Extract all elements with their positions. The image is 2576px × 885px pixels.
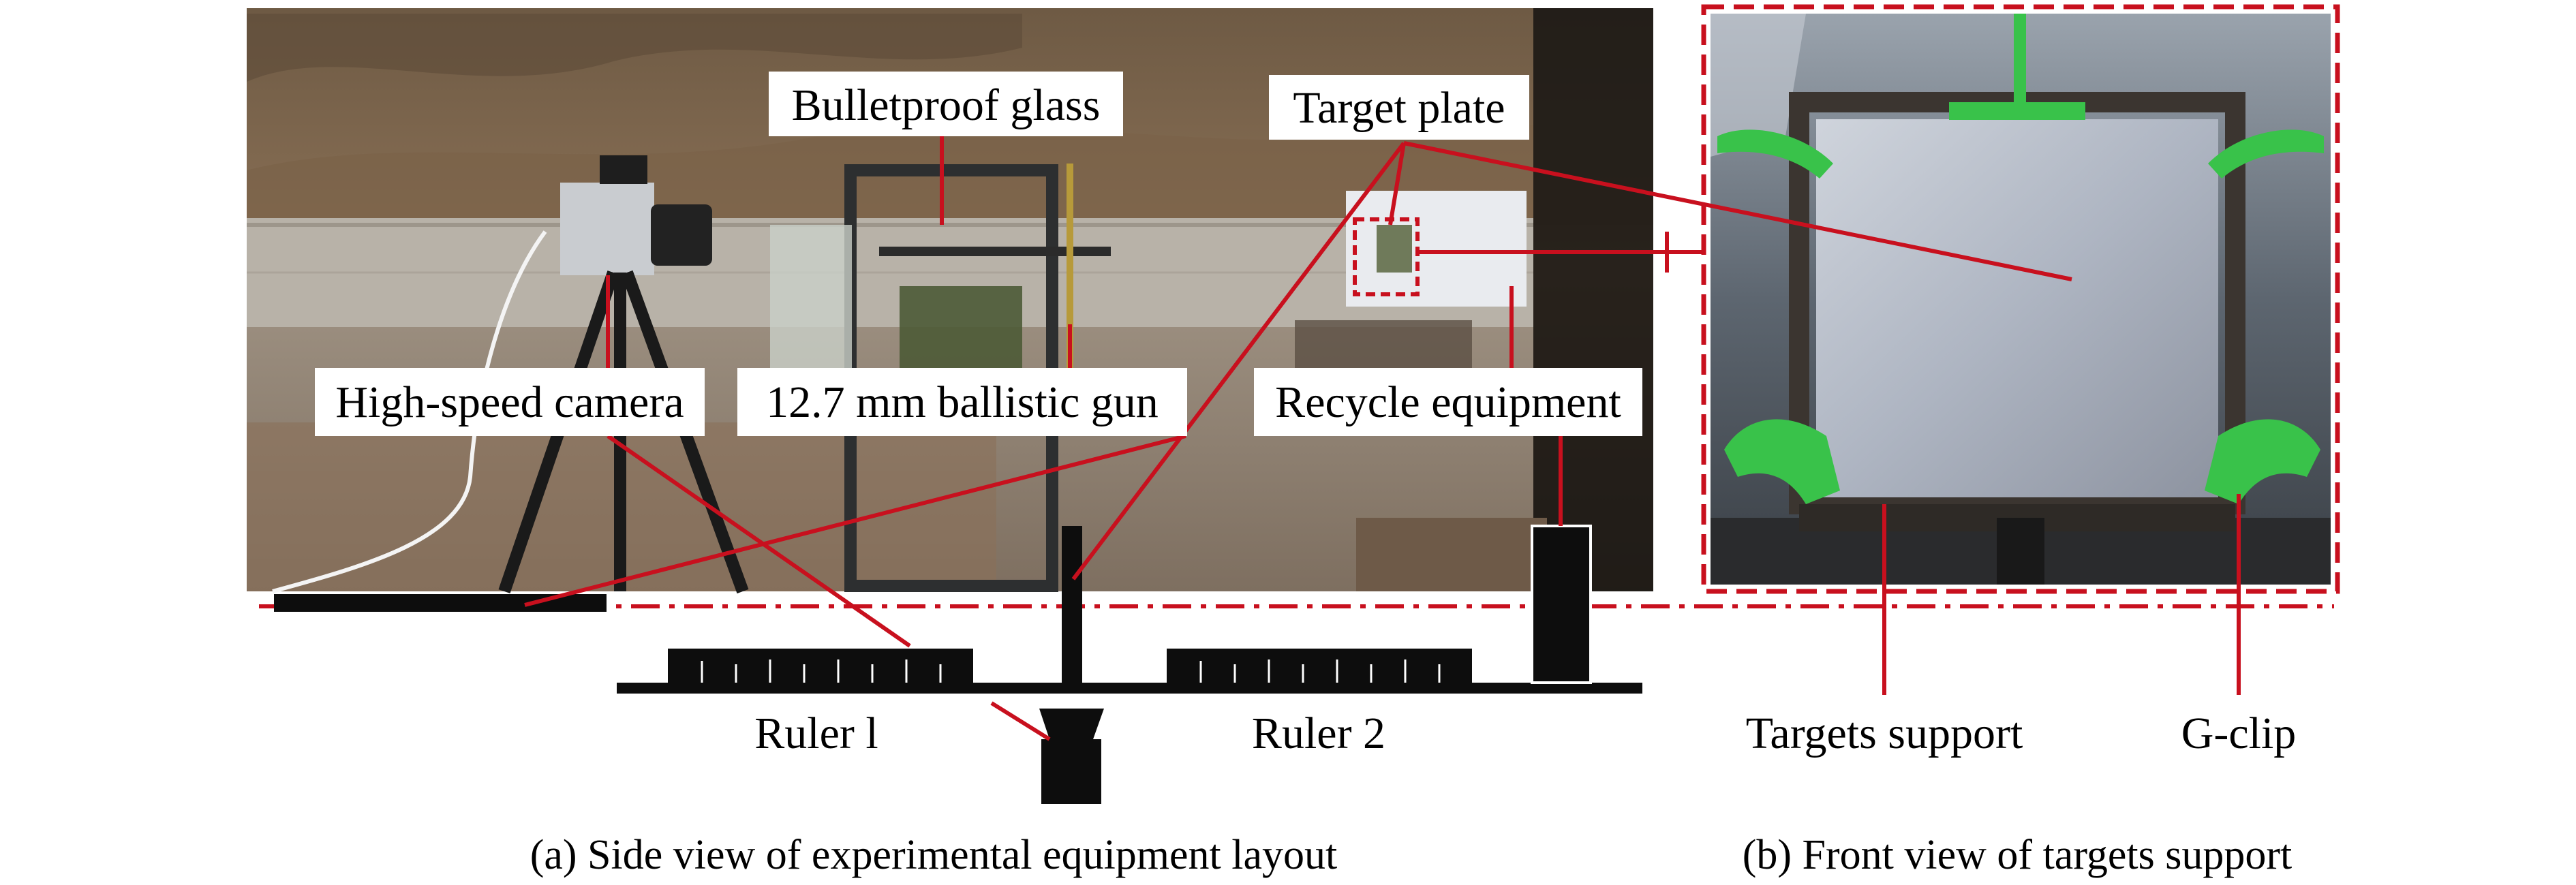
base-rail [617, 683, 1642, 694]
leader-lines [524, 136, 2241, 741]
ruler-2-bar [1167, 649, 1472, 683]
svg-text:Target plate: Target plate [1293, 83, 1505, 133]
front-view-dashed-border [1701, 4, 2340, 594]
leader-target-plate-2 [1403, 141, 2072, 281]
ruler-2-ticks [1199, 659, 1441, 683]
label-ruler-1: Ruler l [754, 709, 878, 758]
camera-body-symbol [1041, 739, 1101, 804]
high-speed-camera-symbol [1039, 709, 1104, 739]
leader-camera-rail [990, 701, 1051, 741]
leader-gun-schematic [524, 434, 1186, 607]
label-high-speed-camera: High-speed camera [315, 368, 705, 436]
recycle-box [1531, 525, 1592, 684]
label-bulletproof-glass: Bulletproof glass [769, 72, 1123, 136]
leader-camera-schematic [607, 434, 911, 648]
leader-target-plate-1 [1388, 142, 1406, 226]
label-ruler-2: Ruler 2 [1252, 709, 1385, 758]
front-view-photo [1711, 14, 2331, 585]
ruler-1-bar [668, 649, 973, 683]
label-g-clip: G-clip [2181, 709, 2297, 758]
leader-target-plate-3 [1071, 142, 1406, 580]
label-ballistic-gun: 12.7 mm ballistic gun [737, 368, 1187, 436]
caption-panel-a: (a) Side view of experimental equipment … [530, 832, 1338, 878]
label-targets-support: Targets support [1746, 709, 2023, 758]
layout-schematic [274, 525, 1642, 804]
target-highlight-box [1353, 217, 1420, 296]
ruler-1-ticks [701, 659, 942, 683]
label-recycle-equipment: Recycle equipment [1254, 368, 1642, 436]
target-plate-bar [1062, 526, 1082, 683]
caption-panel-b: (b) Front view of targets support [1743, 832, 2292, 878]
svg-text:Recycle equipment: Recycle equipment [1275, 377, 1621, 427]
label-target-plate: Target plate [1269, 75, 1529, 140]
svg-text:Bulletproof glass: Bulletproof glass [792, 80, 1101, 130]
svg-text:High-speed camera: High-speed camera [335, 377, 684, 427]
svg-text:12.7 mm ballistic gun: 12.7 mm ballistic gun [766, 377, 1159, 427]
